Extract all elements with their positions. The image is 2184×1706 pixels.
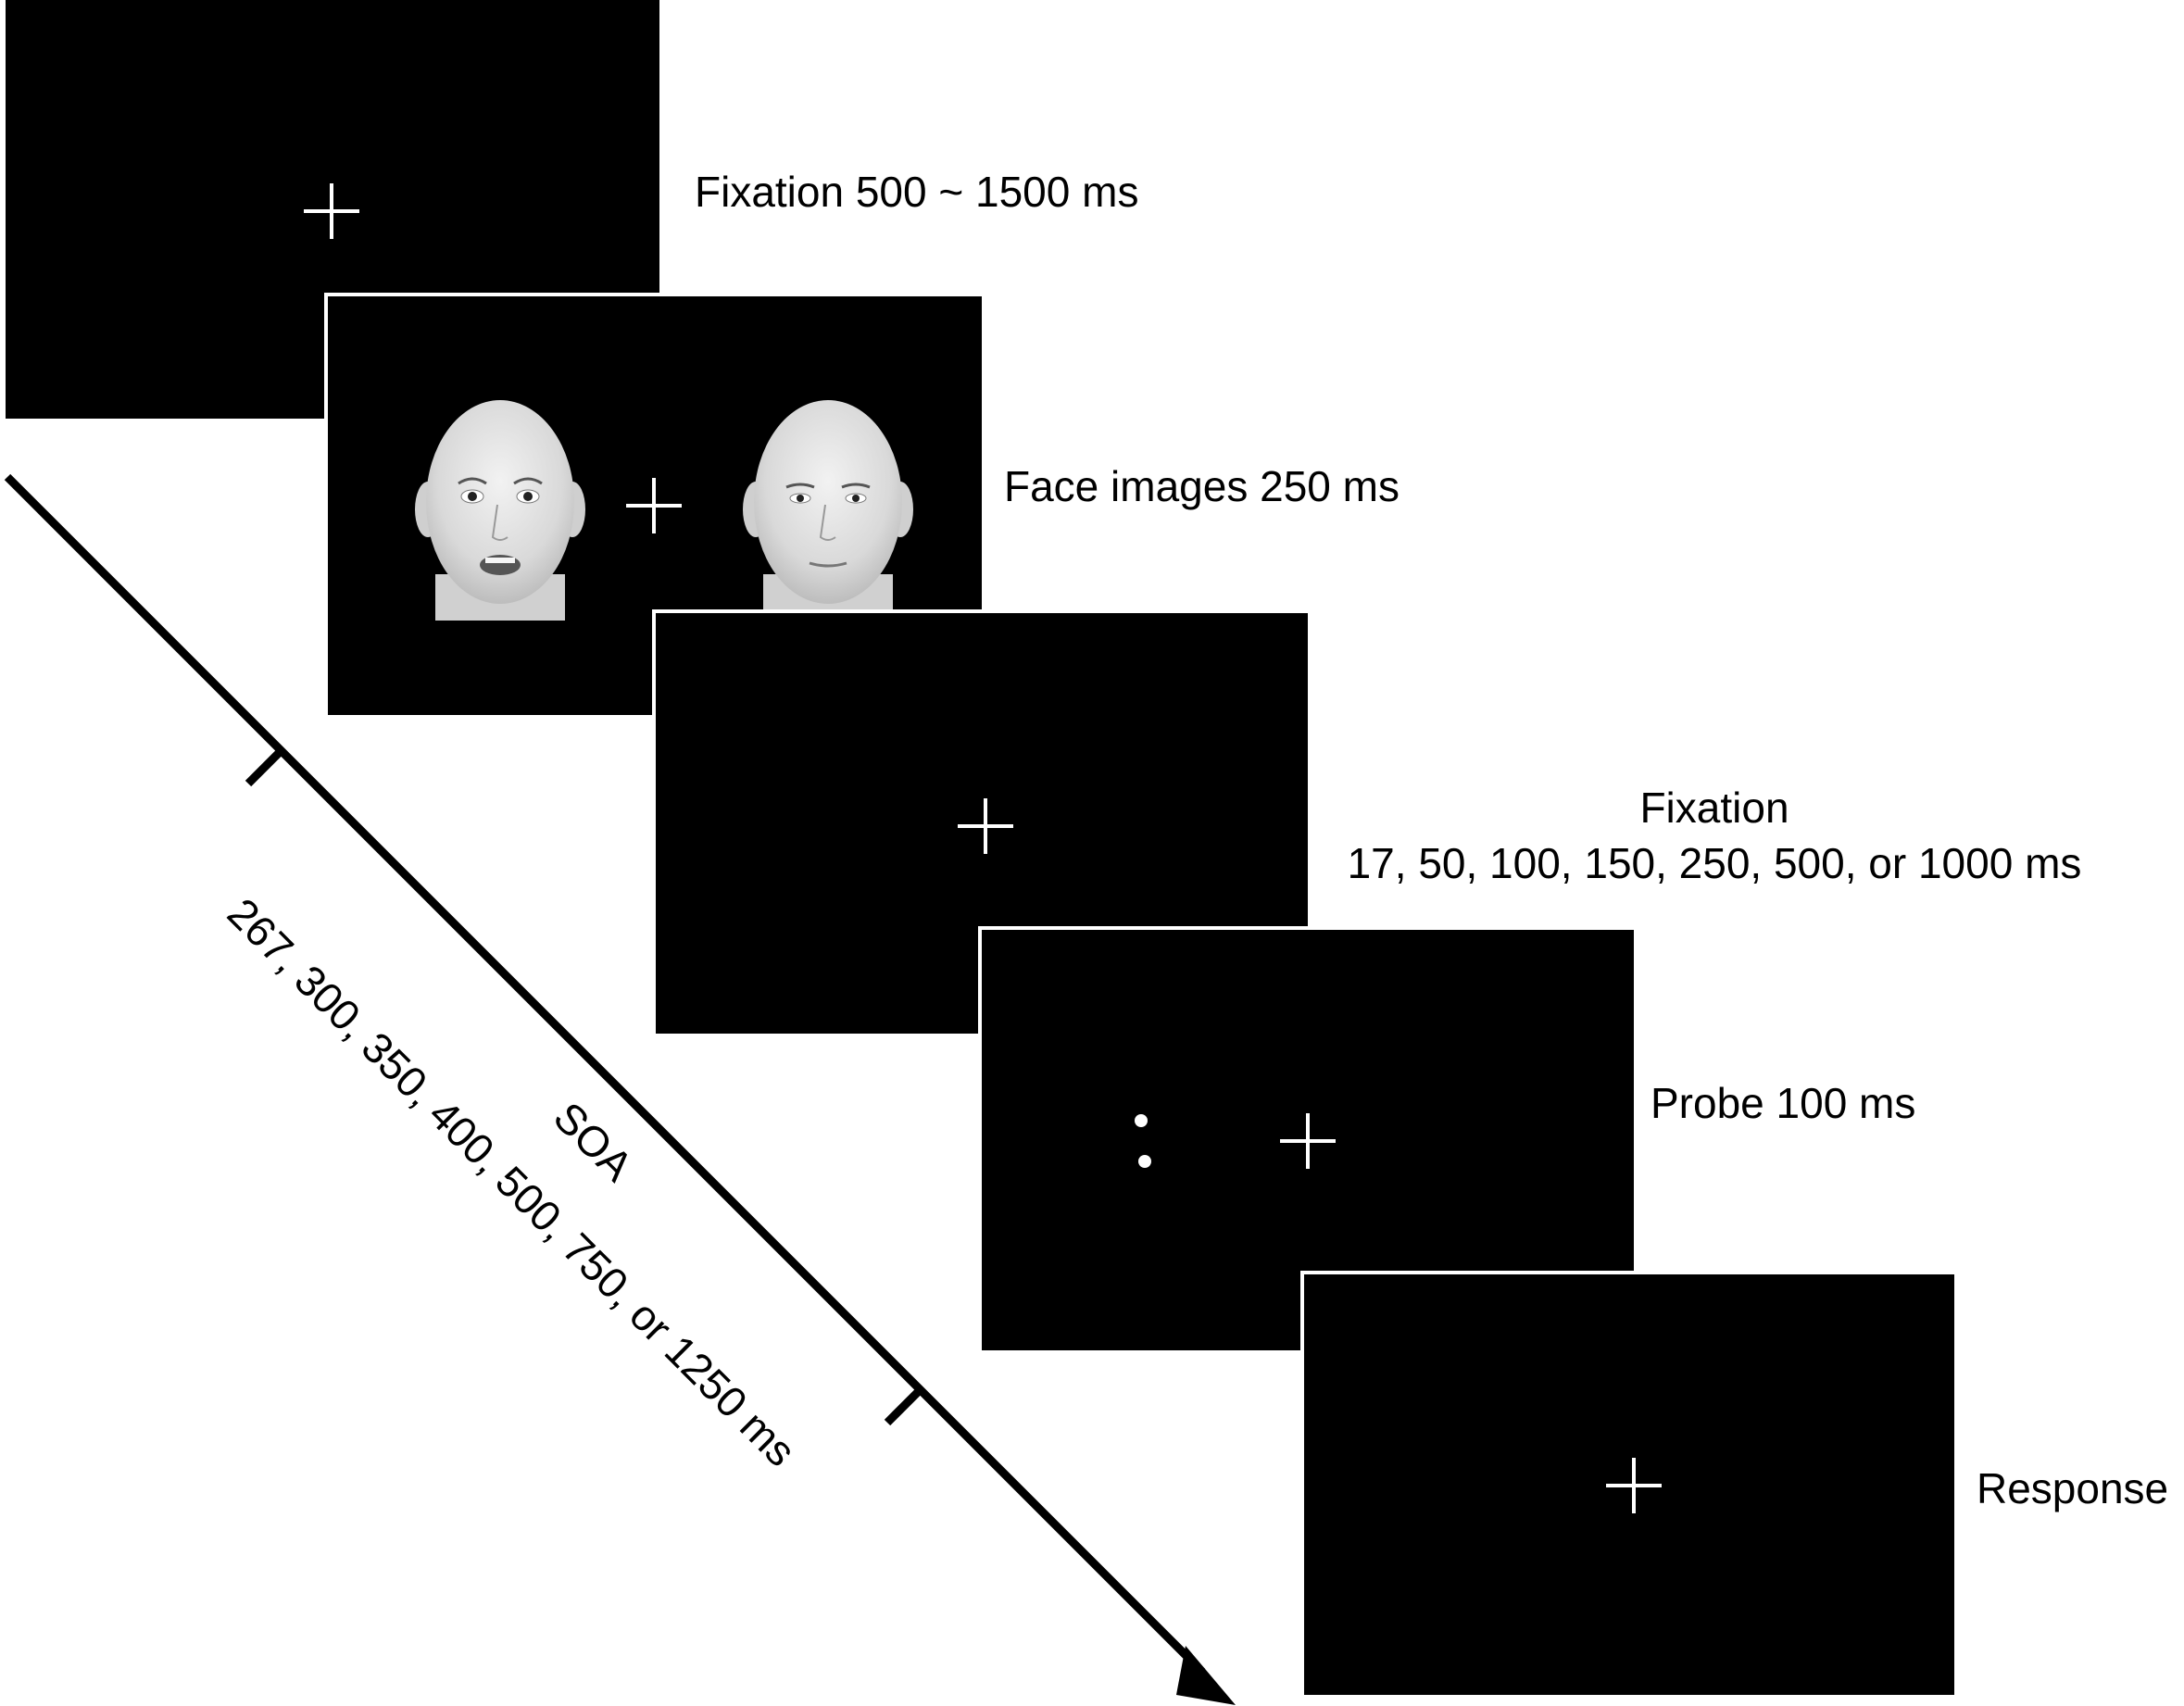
label-fixation-2-durations: 17, 50, 100, 150, 250, 500, or 1000 ms [1347, 838, 2082, 887]
fixation-cross-icon [626, 478, 682, 533]
probe-dot-upper [1135, 1114, 1148, 1127]
label-face-images: Face images 250 ms [1004, 462, 1400, 510]
label-fixation-2: Fixation 17, 50, 100, 150, 250, 500, or … [1312, 781, 2117, 892]
label-fixation-2-title: Fixation [1639, 784, 1789, 832]
fearful-face-image [415, 400, 585, 621]
fixation-cross-icon [958, 798, 1013, 854]
fixation-cross-icon [1606, 1458, 1662, 1513]
soa-start-tick [245, 748, 283, 787]
label-probe: Probe 100 ms [1651, 1079, 1916, 1127]
probe-dot-lower [1138, 1155, 1151, 1168]
screen-response [1300, 1271, 1958, 1699]
soa-end-tick [884, 1387, 923, 1426]
fixation-cross-icon [1280, 1113, 1336, 1169]
label-fixation-1: Fixation 500 ~ 1500 ms [695, 168, 1139, 216]
label-response: Response [1977, 1464, 2169, 1512]
fixation-cross-icon [304, 183, 359, 239]
